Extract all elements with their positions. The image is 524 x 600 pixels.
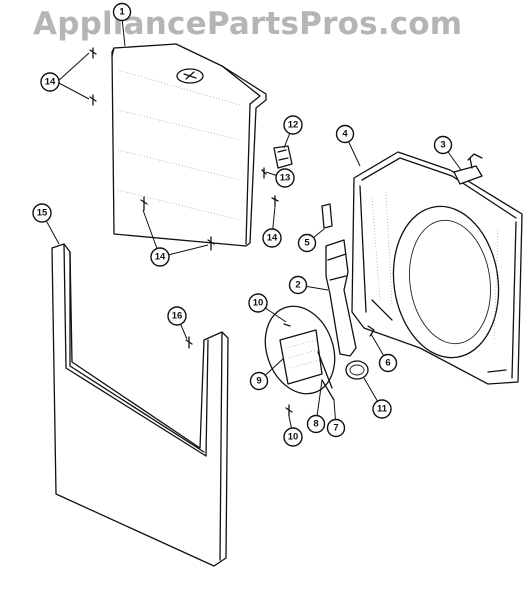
svg-text:13: 13 xyxy=(280,173,291,184)
svg-text:6: 6 xyxy=(385,358,390,369)
svg-text:9: 9 xyxy=(256,376,261,387)
watermark-logo: AppliancePartsPros.com xyxy=(33,6,463,42)
svg-text:3: 3 xyxy=(440,140,445,151)
callout-11: 11 xyxy=(372,399,392,419)
part-screw-16 xyxy=(185,336,193,349)
svg-text:5: 5 xyxy=(304,238,310,249)
svg-text:14: 14 xyxy=(267,233,278,244)
callout-14-a: 14 xyxy=(40,72,60,92)
callout-14-b: 14 xyxy=(262,228,282,248)
part-front-panel xyxy=(51,243,229,567)
part-seal-ring xyxy=(345,360,369,380)
part-front-bulkhead xyxy=(351,151,523,385)
part-top-panel xyxy=(111,43,267,247)
callout-8: 8 xyxy=(306,414,326,434)
callout-9: 9 xyxy=(249,371,269,391)
part-screws-top xyxy=(89,47,279,251)
callout-3: 3 xyxy=(433,135,453,155)
callout-10-a: 10 xyxy=(248,293,268,313)
svg-text:10: 10 xyxy=(253,298,264,309)
svg-text:7: 7 xyxy=(333,423,338,434)
callout-1: 1 xyxy=(112,2,132,22)
callout-2: 2 xyxy=(288,275,308,295)
callout-16: 16 xyxy=(167,306,187,326)
svg-text:4: 4 xyxy=(342,129,348,140)
part-switch xyxy=(453,153,483,185)
svg-text:11: 11 xyxy=(377,404,388,415)
svg-text:2: 2 xyxy=(295,280,300,291)
svg-text:12: 12 xyxy=(288,120,299,131)
svg-text:15: 15 xyxy=(37,208,48,219)
callout-5: 5 xyxy=(297,233,317,253)
callout-7: 7 xyxy=(326,418,346,438)
callout-6: 6 xyxy=(378,353,398,373)
svg-text:14: 14 xyxy=(155,252,166,263)
callout-14-c: 14 xyxy=(150,247,170,267)
callout-4: 4 xyxy=(335,124,355,144)
callout-13: 13 xyxy=(275,168,295,188)
part-lint-screen xyxy=(264,305,336,417)
svg-text:1: 1 xyxy=(119,7,125,18)
svg-text:16: 16 xyxy=(172,311,183,322)
part-duct xyxy=(325,239,357,357)
callout-15: 15 xyxy=(32,203,52,223)
callout-10-b: 10 xyxy=(283,427,303,447)
svg-text:10: 10 xyxy=(288,432,299,443)
svg-text:14: 14 xyxy=(45,77,56,88)
svg-text:8: 8 xyxy=(313,419,318,430)
callout-12: 12 xyxy=(283,115,303,135)
part-clip xyxy=(321,203,333,229)
part-bracket xyxy=(261,145,293,179)
